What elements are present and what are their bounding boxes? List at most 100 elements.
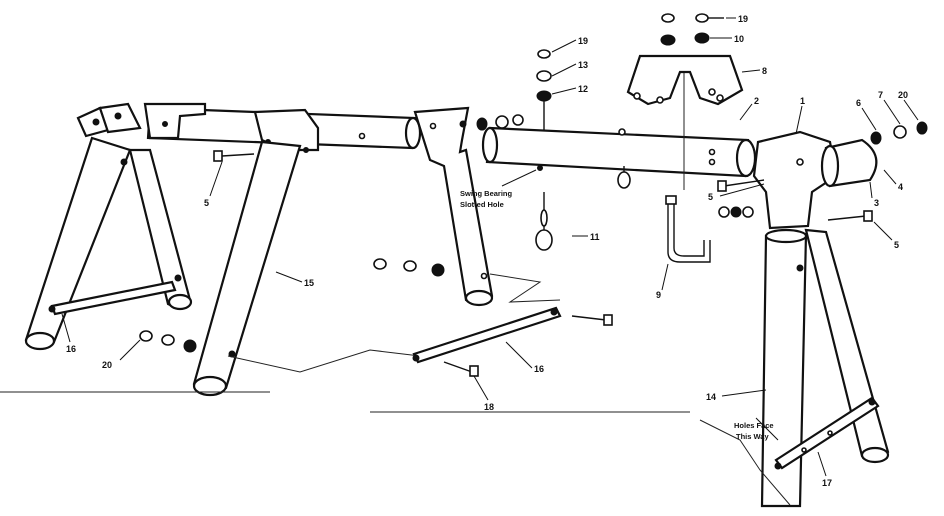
callout-11: 11 <box>590 232 600 242</box>
bar-hole-4 <box>358 132 366 140</box>
hanger-9-u-inner <box>673 200 705 257</box>
callout-2: 2 <box>754 96 759 106</box>
callout-5c: 5 <box>894 240 899 250</box>
bolt-18 <box>443 361 473 373</box>
center-line-1 <box>489 273 561 303</box>
left-brace-bolt <box>48 305 56 313</box>
lead-14 <box>721 389 767 397</box>
bolt-18-head <box>469 365 479 377</box>
callout-17: 17 <box>822 478 832 488</box>
lead-13 <box>551 63 577 77</box>
center-brace-bolt <box>412 354 420 362</box>
lead-9 <box>661 263 669 291</box>
callout-1: 1 <box>800 96 805 106</box>
callout-16b: 16 <box>534 364 544 374</box>
callout-10: 10 <box>734 34 744 44</box>
bolt-5-left-head <box>213 150 223 162</box>
left-cap-bolt <box>92 118 100 126</box>
cone-cap-rim <box>820 144 840 188</box>
lead-3 <box>869 181 873 199</box>
center-nut-1 <box>373 258 387 270</box>
lead-5a <box>209 161 223 197</box>
bracket-hole-3 <box>708 88 716 96</box>
lead-16a <box>61 313 71 343</box>
upright-leg-end <box>464 289 494 307</box>
hanger-9-u <box>667 200 711 263</box>
left-nut-2 <box>161 334 175 346</box>
right-fitting <box>717 121 928 230</box>
lead-16b <box>505 341 533 369</box>
callout-7: 7 <box>878 90 883 100</box>
callout-12: 12 <box>578 84 588 94</box>
lead-12 <box>551 87 577 95</box>
bracket-hole-1 <box>633 92 641 100</box>
left-rear-hole <box>174 274 182 282</box>
swing-hanger-center <box>617 166 631 189</box>
fitting-1-hole <box>796 158 804 166</box>
hanger-9-cap <box>665 195 677 205</box>
leaders <box>61 17 919 477</box>
bracket-8 <box>626 54 744 106</box>
bolt-19-head <box>695 13 709 23</box>
callout-19a: 19 <box>578 36 588 46</box>
note-holes-face-2: This Way <box>736 432 769 441</box>
callout-13: 13 <box>578 60 588 70</box>
bolt-5-upper <box>723 179 765 187</box>
lead-holes <box>755 417 779 441</box>
center-hardware-row <box>373 258 445 277</box>
callout-19b: 19 <box>738 14 748 24</box>
brace-17-hole <box>801 447 807 453</box>
left-fitting-bolt <box>114 112 122 120</box>
bracket-hole-2 <box>656 96 664 104</box>
left-back-leg <box>24 136 132 347</box>
callout-16a: 16 <box>66 344 76 354</box>
left-rear-leg <box>128 148 192 308</box>
leg-14-hole <box>796 264 804 272</box>
center-line-2 <box>227 349 421 373</box>
fitting-1 <box>752 130 838 230</box>
bar-right-hole-1 <box>618 128 626 136</box>
swing-hanger-9 <box>665 195 711 263</box>
upright-hole-2 <box>429 122 437 130</box>
left-rear-leg-end <box>167 293 193 311</box>
upright-hole-1 <box>459 120 467 128</box>
left-nut-3 <box>183 339 197 353</box>
center-left-a-frame <box>192 106 561 397</box>
notes: Swing Bearing Slotted Hole Holes Face Th… <box>460 189 774 441</box>
bracket-8-shape <box>626 54 744 106</box>
callout-14: 14 <box>706 392 716 402</box>
lead-8 <box>741 69 761 73</box>
nut-5c <box>742 206 754 218</box>
callout-8: 8 <box>762 66 767 76</box>
washer-7 <box>893 125 907 139</box>
nut-10 <box>694 32 710 44</box>
callout-5b: 5 <box>708 192 713 202</box>
cone-cap-3 <box>824 138 878 188</box>
right-a-frame <box>699 228 890 508</box>
lead-15 <box>275 271 303 283</box>
lead-5b <box>719 183 765 197</box>
center-brace <box>412 306 613 377</box>
center-brace-bolt-2 <box>550 308 558 316</box>
top-bar-right-far-end <box>735 138 757 178</box>
top-hardware <box>660 13 724 46</box>
note-swing-bearing-2: Slotted Hole <box>460 200 504 209</box>
leg-15-end <box>192 375 228 397</box>
callout-20a: 20 <box>102 360 112 370</box>
left-nut-1 <box>139 330 153 342</box>
lead-20b <box>903 99 919 121</box>
swing-hanger-11 <box>535 192 553 251</box>
callout-4: 4 <box>898 182 903 192</box>
mid-bar-fitting <box>253 108 320 152</box>
nut-5b <box>730 206 742 218</box>
lead-2 <box>739 103 753 121</box>
upright-hole-3 <box>480 272 488 280</box>
left-back-leg-end <box>24 331 56 351</box>
center-nut-3 <box>431 263 445 277</box>
bolt-brace-upper <box>571 315 607 321</box>
callout-labels: 19 13 12 19 10 8 2 1 6 7 20 3 4 5 5 5 15… <box>66 14 908 488</box>
stack-washer-13 <box>536 70 552 82</box>
top-bar-left-end <box>404 116 422 150</box>
left-bar-fitting <box>143 102 207 140</box>
